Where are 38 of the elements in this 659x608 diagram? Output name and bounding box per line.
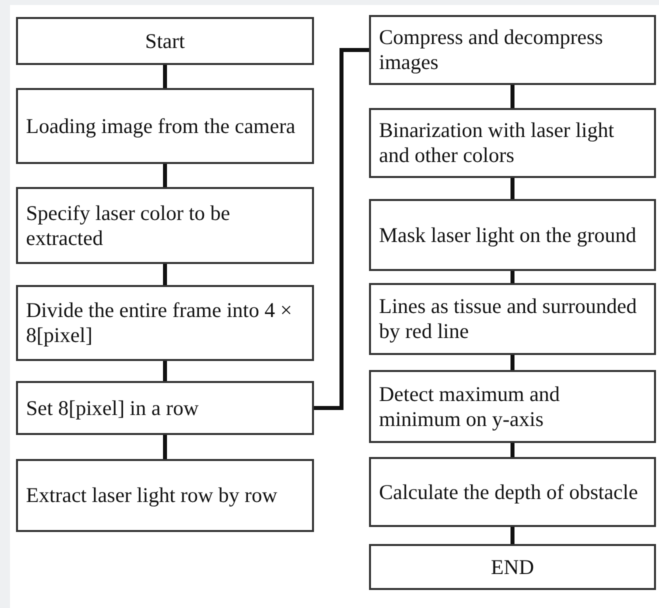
step-text: Lines as tissue and surrounded by red line: [379, 294, 638, 344]
process-box: [369, 199, 656, 271]
connector-line: [510, 527, 514, 544]
step-text: Specify laser color to be extracted: [26, 200, 232, 250]
step-text: Mask laser light on the ground: [379, 222, 636, 248]
step-text: Extract laser light row by row: [26, 483, 278, 508]
connector-line: [510, 178, 514, 199]
step-text: Set 8[pixel] in a row: [26, 396, 199, 420]
process-box: [369, 544, 656, 590]
process-box: [369, 15, 656, 85]
process-box: [369, 108, 656, 178]
process-box: [16, 88, 314, 164]
process-box: [369, 457, 656, 527]
step-text: END: [490, 554, 534, 580]
connector-line: [510, 443, 514, 457]
process-box: [16, 187, 314, 264]
step-text: Calculate the depth of obstacle: [379, 480, 638, 504]
step-text: Binarization with laser light and other colors: [379, 118, 616, 168]
connector-line: [163, 264, 167, 285]
connector-line: [510, 271, 514, 283]
connector-line: [510, 355, 514, 370]
process-box: [16, 381, 314, 435]
connector-line: [163, 164, 167, 187]
step-text: Compress and decompress images: [379, 25, 604, 75]
connector-line: [510, 85, 514, 108]
connector-line: [163, 435, 167, 459]
process-box: [16, 459, 314, 532]
connector-line: [163, 361, 167, 381]
connector-line: [314, 48, 369, 410]
step-text: Detect maximum and minimum on y-axis: [379, 382, 561, 432]
process-box: [369, 370, 656, 443]
process-box: [16, 17, 314, 65]
step-text: Divide the entire frame into 4 × 8[pixel]: [26, 298, 294, 348]
connector-line: [163, 65, 167, 88]
process-box: [369, 283, 656, 355]
step-text: Loading image from the camera: [26, 114, 296, 138]
step-text: Start: [145, 28, 185, 54]
process-box: [16, 285, 314, 361]
